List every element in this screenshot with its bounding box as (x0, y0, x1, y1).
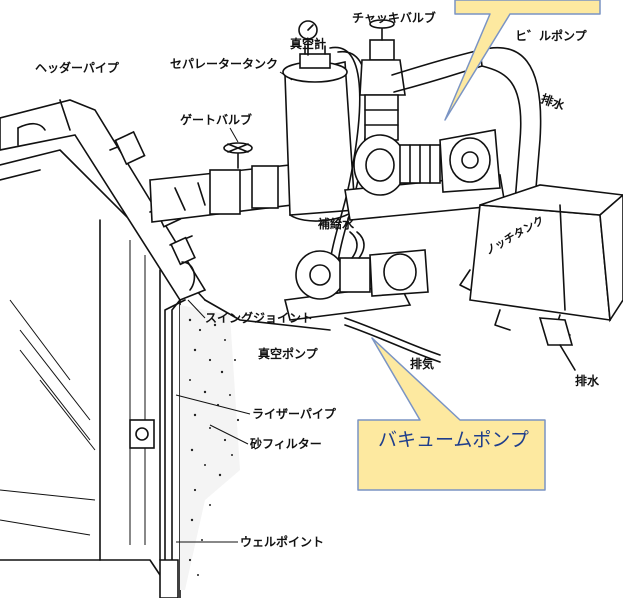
leader-separator-tank (279, 71, 293, 81)
label-separator-tank: セパレータータンク (170, 57, 278, 71)
label-well-point: ウェルポイント (240, 534, 324, 549)
leader-sand-filter (209, 424, 249, 445)
label-drain-top: 排水 (539, 91, 568, 114)
label-swing-joint: スイングジョイント (205, 310, 313, 325)
label-supply-water: 補給水 (317, 216, 355, 231)
label-gate-valve: ゲートバルブ (180, 112, 252, 127)
vacuum-pump (284, 231, 441, 363)
label-drain-bottom: 排水 (575, 373, 600, 388)
label-exhaust: 排気 (410, 356, 434, 371)
label-check-valve: チャッキバルブ (352, 10, 436, 25)
leader-riser-pipe (175, 394, 251, 415)
notch-tank (459, 184, 623, 371)
label-header-pipe: ヘッダーパイプ (35, 60, 120, 75)
label-centrifugal-pump: ヒ゛ルポンプ (515, 28, 588, 43)
callout-vacuum-pump-text: バキュームポンプ (378, 429, 529, 451)
label-riser-pipe: ライザーパイプ (252, 406, 337, 421)
callout-top (444, 0, 601, 121)
separator-tank (282, 45, 356, 222)
leader-swing-joint (187, 299, 206, 319)
label-vacuum-gauge: 真空計 (290, 36, 326, 51)
vacuum-gauge (298, 20, 318, 56)
label-vacuum-pump: 真空ポンプ (258, 346, 319, 361)
riser-pipe (129, 299, 186, 598)
gate-valve (149, 142, 293, 223)
callout-vacuum-pump (357, 337, 546, 491)
leader-gate-valve (229, 127, 239, 143)
sand-filter-area (180, 305, 240, 590)
check-valve (359, 19, 406, 141)
label-sand-filter: 砂フィルター (249, 436, 322, 451)
